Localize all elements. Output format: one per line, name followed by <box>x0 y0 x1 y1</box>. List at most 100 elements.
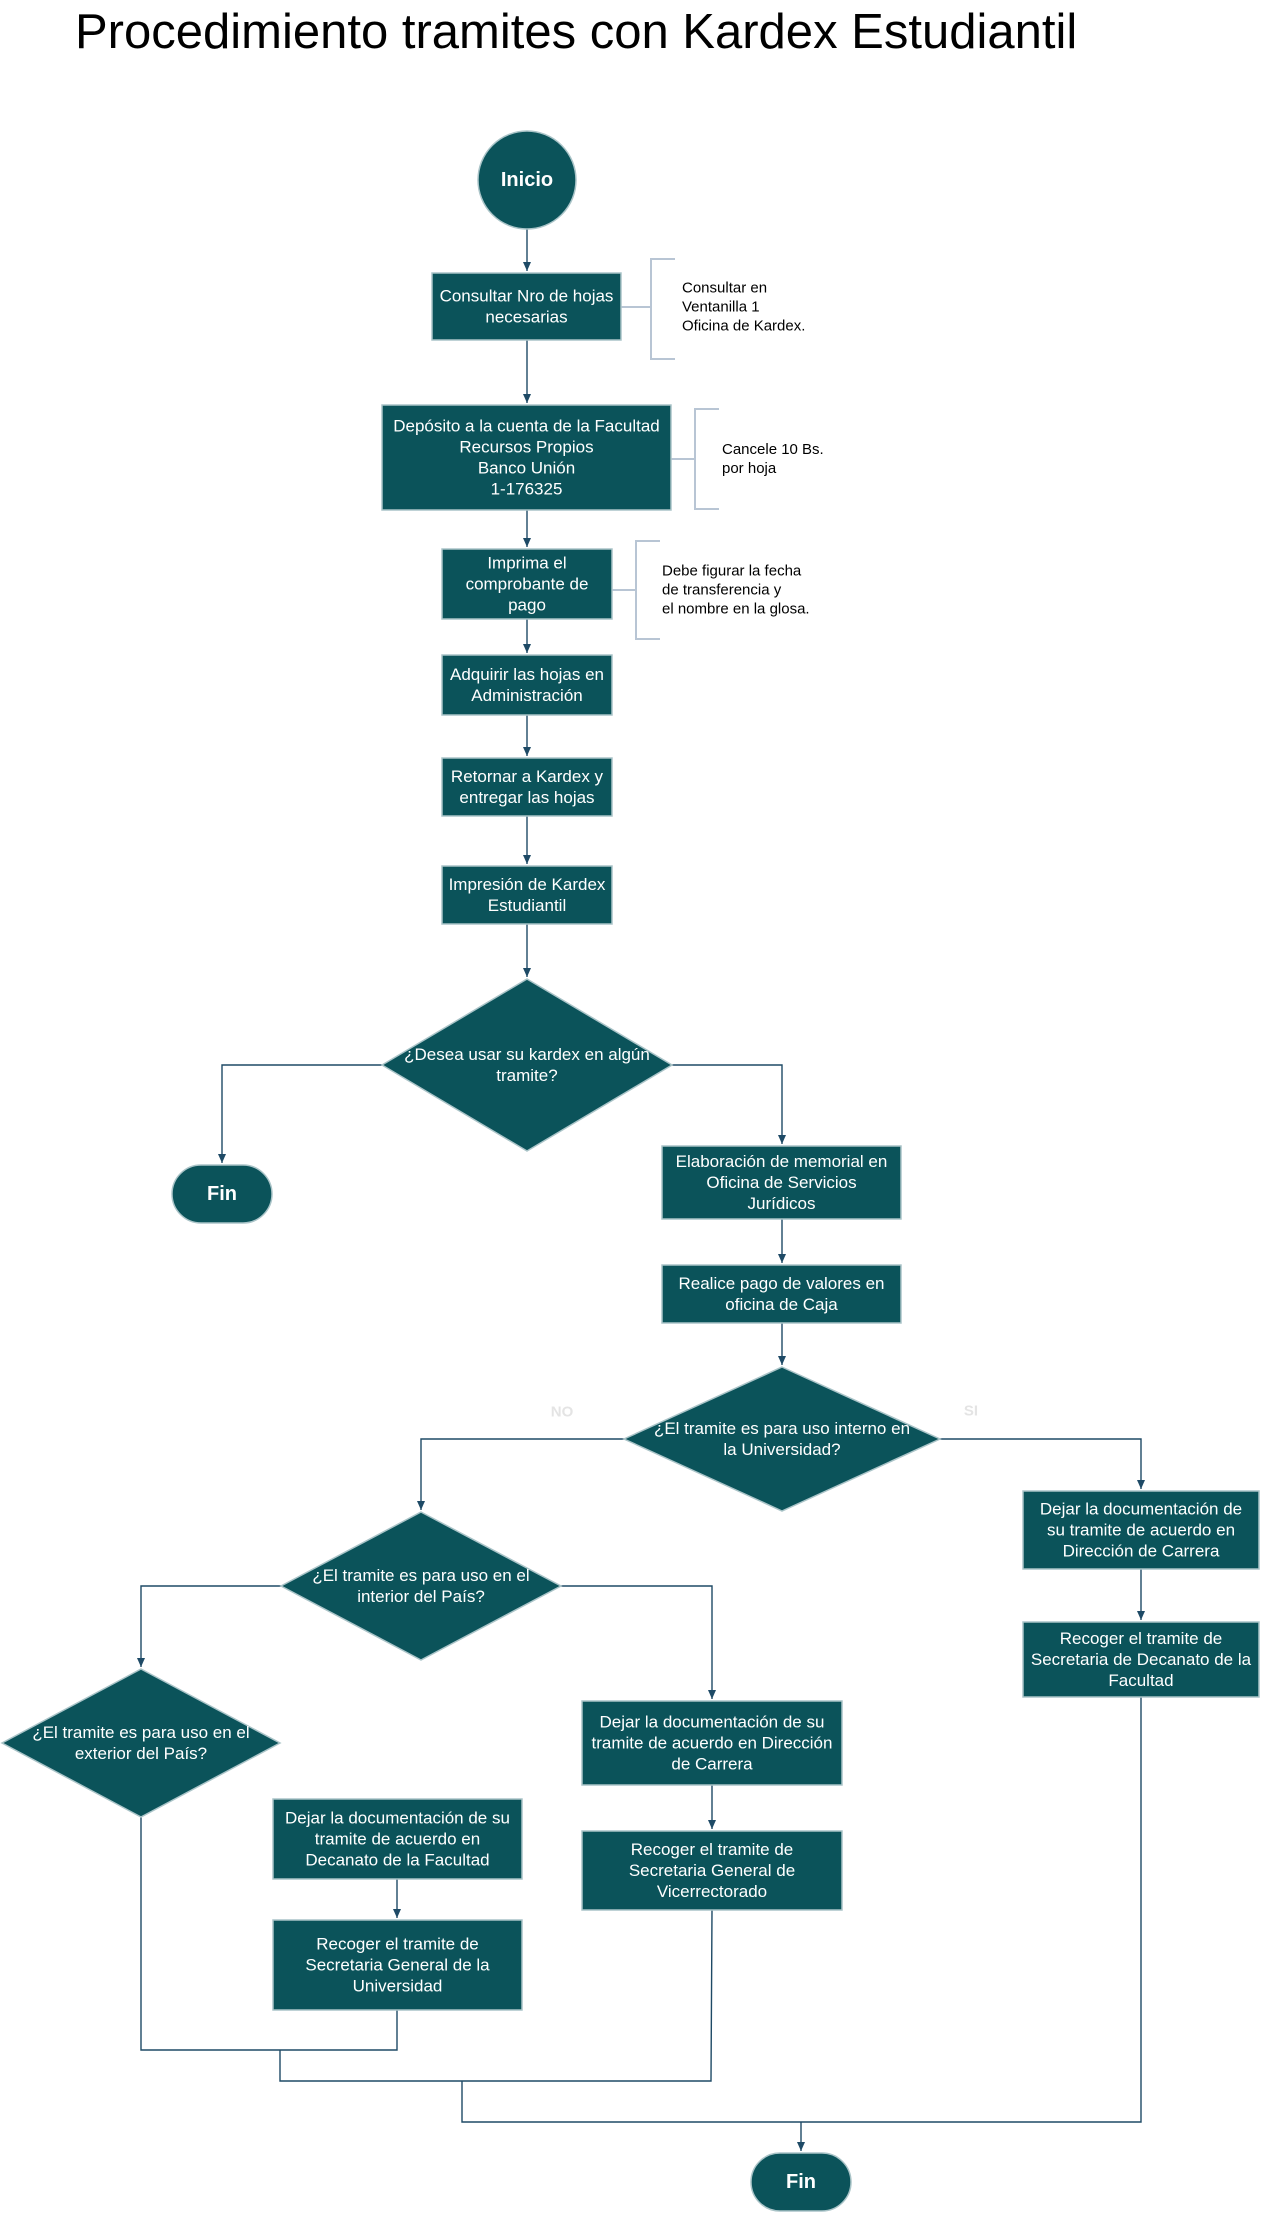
annotation-bracket <box>650 258 675 360</box>
node-q-exterior: ¿El tramite es para uso en el exterior de… <box>0 1668 282 1818</box>
node-consultar: Consultar Nro de hojas necesarias <box>431 272 622 341</box>
node-dejar-decanato: Dejar la documentación de su tramite de a… <box>272 1798 523 1880</box>
node-label: su tramite de acuerdo en <box>1047 1521 1235 1540</box>
connector-line <box>672 1064 786 1144</box>
node-inicio: Inicio <box>477 130 577 230</box>
node-label: Consultar Nro de hojas <box>440 287 614 306</box>
node-q-desea: ¿Desea usar su kardex en algún tramite? <box>380 978 674 1152</box>
node-label: Realice pago de valores en <box>678 1274 884 1293</box>
node-deposito: Depósito a la cuenta de la FacultadRecur… <box>381 404 672 511</box>
annotation-text: Consultar en <box>682 280 767 297</box>
edges <box>137 229 1145 2151</box>
node-label: Dejar la documentación de su <box>285 1809 510 1828</box>
annotation-text: de transferencia y <box>662 582 782 599</box>
node-label: Administración <box>471 686 583 705</box>
node-label: 1-176325 <box>491 480 563 499</box>
node-label: Impresión de Kardex <box>449 875 606 894</box>
node-q-interno: ¿El tramite es para uso interno en la Uni… <box>622 1366 942 1512</box>
node-recoger-universidad: Recoger el tramite de Secretaria General … <box>272 1919 523 2011</box>
node-label: necesarias <box>485 308 567 327</box>
node-label: Retornar a Kardex y <box>451 767 604 786</box>
node-label: Fin <box>207 1183 237 1205</box>
connector-line <box>940 1438 1145 1489</box>
node-label: comprobante de <box>466 575 589 594</box>
connector-line <box>218 1064 382 1163</box>
annotation-bracket <box>694 408 719 510</box>
node-label: Secretaria de Decanato de la <box>1031 1650 1252 1669</box>
node-label: oficina de Caja <box>725 1295 838 1314</box>
node-label: Inicio <box>501 169 553 191</box>
node-dejar-carrera-si: Dejar la documentación de su tramite de a… <box>1022 1490 1260 1570</box>
node-label: Secretaria General de <box>629 1861 795 1880</box>
annotation-text: por hoja <box>722 460 777 477</box>
node-label: Banco Unión <box>478 459 575 478</box>
node-label: Vicerrectorado <box>657 1882 767 1901</box>
connector-line <box>279 1909 713 2082</box>
node-label: Decanato de la Facultad <box>305 1851 489 1870</box>
node-retornar: Retornar a Kardex y entregar las hojas <box>441 757 613 817</box>
annotation-text: Oficina de Kardex. <box>682 318 805 335</box>
node-label: interior del País? <box>357 1587 485 1606</box>
node-recoger-decanato: Recoger el tramite de Secretaria de Decan… <box>1022 1621 1260 1698</box>
note-consultar: Consultar en Ventanilla 1 Oficina de Karde… <box>621 258 805 360</box>
node-label: entregar las hojas <box>459 788 594 807</box>
node-label: Dejar la documentación de <box>1040 1500 1242 1519</box>
connector-line <box>417 1438 624 1510</box>
node-label: Recoger el tramite de <box>631 1840 794 1859</box>
node-label: Universidad <box>353 1977 443 1996</box>
node-label: ¿El tramite es para uso interno en <box>654 1419 910 1438</box>
node-label: Recoger el tramite de <box>316 1935 479 1954</box>
annotation-text: Ventanilla 1 <box>682 299 760 316</box>
branch-label-si: SI <box>964 1403 978 1420</box>
node-recoger-vicerrectorado: Recoger el tramite de Secretaria General … <box>581 1830 843 1911</box>
connector-line <box>140 1817 398 2051</box>
node-label: ¿Desea usar su kardex en algún <box>404 1045 650 1064</box>
node-pago-caja: Realice pago de valores en oficina de Caj… <box>661 1264 902 1324</box>
node-label: exterior del País? <box>75 1744 207 1763</box>
annotations: Consultar en Ventanilla 1 Oficina de Karde… <box>612 258 824 640</box>
annotation-text: Cancele 10 Bs. <box>722 441 824 458</box>
node-label: Dirección de Carrera <box>1063 1542 1220 1561</box>
page-title: Procedimiento tramites con Kardex Estudi… <box>75 5 1078 59</box>
node-label: ¿El tramite es para uso en el <box>312 1566 529 1585</box>
node-label: Estudiantil <box>488 896 566 915</box>
node-label: Recoger el tramite de <box>1060 1629 1223 1648</box>
node-label: de Carrera <box>671 1755 753 1774</box>
node-elaboracion: Elaboración de memorial en Oficina de Ser… <box>661 1145 902 1220</box>
note-imprima: Debe figurar la fecha de transferencia y e… <box>612 540 810 640</box>
node-label: Dejar la documentación de su <box>600 1713 825 1732</box>
node-q-interior: ¿El tramite es para uso en el interior de… <box>279 1511 563 1661</box>
connector-line <box>137 1585 281 1667</box>
node-label: Depósito a la cuenta de la Facultad <box>393 417 660 436</box>
node-label: Secretaria General de la <box>305 1956 490 1975</box>
node-label: tramite de acuerdo en Dirección <box>592 1734 833 1753</box>
node-dejar-carrera-int: Dejar la documentación de su tramite de a… <box>581 1700 843 1786</box>
node-label: ¿El tramite es para uso en el <box>32 1723 249 1742</box>
node-imprima: Imprima el comprobante de pago <box>441 548 613 620</box>
branch-labels: NO SI <box>551 1403 978 1421</box>
node-label: la Universidad? <box>723 1440 840 1459</box>
node-label: Jurídicos <box>747 1194 815 1213</box>
node-label: Adquirir las hojas en <box>450 665 604 684</box>
node-fin-2: Fin <box>750 2152 852 2212</box>
node-fin-1: Fin <box>171 1164 273 1224</box>
note-deposito: Cancele 10 Bs. por hoja <box>671 408 824 510</box>
node-label: Elaboración de memorial en <box>676 1152 888 1171</box>
node-label: Recursos Propios <box>459 438 593 457</box>
node-label: Imprima el <box>487 554 566 573</box>
node-label: Fin <box>786 2171 816 2193</box>
annotation-text: Debe figurar la fecha <box>662 563 802 580</box>
branch-label-no: NO <box>551 1404 574 1421</box>
annotation-bracket <box>635 540 660 640</box>
node-label: Oficina de Servicios <box>706 1173 856 1192</box>
node-label: tramite de acuerdo en <box>315 1830 480 1849</box>
annotation-text: el nombre en la glosa. <box>662 601 810 618</box>
node-label: Facultad <box>1108 1671 1173 1690</box>
node-label: pago <box>508 596 546 615</box>
node-label: tramite? <box>496 1066 557 1085</box>
connector-line <box>561 1585 716 1699</box>
node-adquirir: Adquirir las hojas en Administración <box>441 654 613 716</box>
